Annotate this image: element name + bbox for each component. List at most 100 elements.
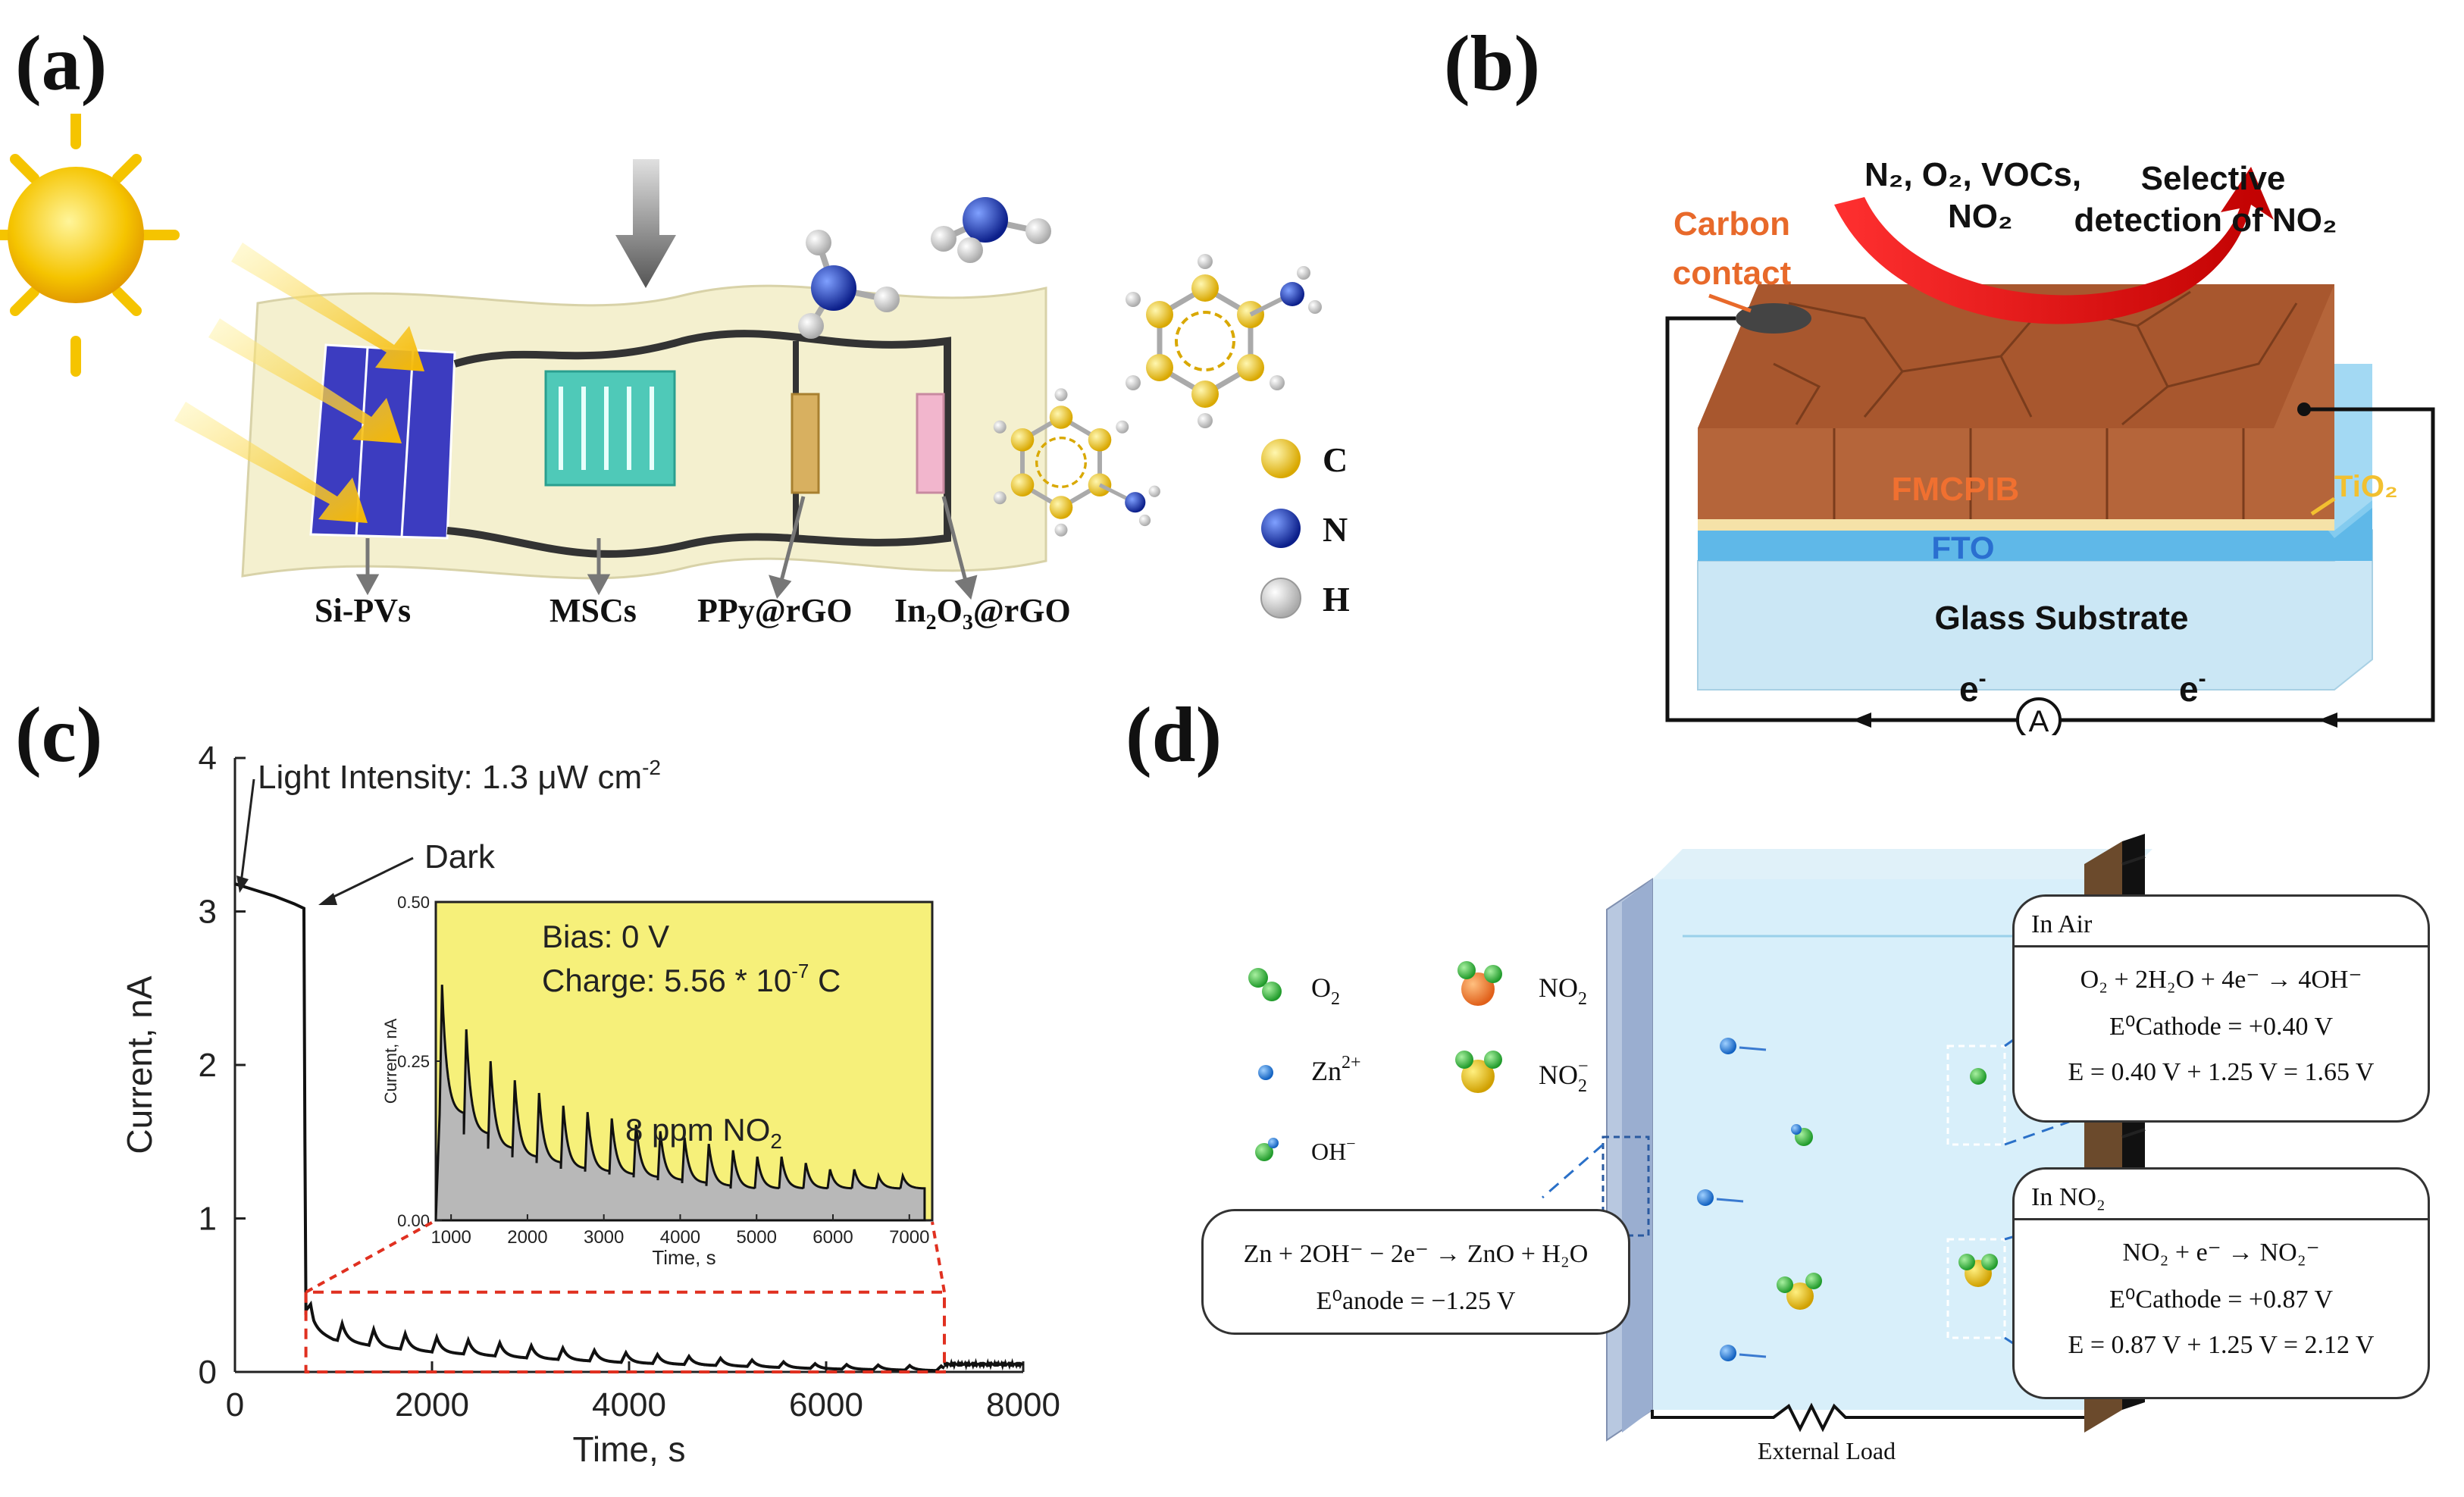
anode-potential: E⁰anode = −1.25 V bbox=[1316, 1287, 1516, 1315]
external-load-resistor bbox=[1651, 1402, 2084, 1433]
inset-x-tick-label: 7000 bbox=[889, 1227, 929, 1248]
nitrogen-atom-icon bbox=[1261, 509, 1301, 548]
x-tick-label: 8000 bbox=[986, 1386, 1060, 1423]
y-tick-label: 4 bbox=[199, 740, 217, 777]
zn-legend-label: Zn2+ bbox=[1311, 1053, 1361, 1086]
fto-label: FTO bbox=[1931, 530, 1994, 565]
detection-label: detection of NO₂ bbox=[2074, 202, 2337, 239]
inset-x-label: Time, s bbox=[652, 1246, 715, 1269]
inset-x-tick-label: 2000 bbox=[507, 1227, 547, 1248]
carbon-contact-label-1: Carbon bbox=[1673, 205, 1790, 243]
inset-y-label: Current, nA bbox=[381, 1018, 400, 1104]
ammeter-icon bbox=[2016, 697, 2062, 735]
no2-minus-legend-label: NO2− bbox=[1539, 1057, 1589, 1096]
inset-x-tick-label: 3000 bbox=[584, 1227, 624, 1248]
inset-y-tick-label: 0.00 bbox=[397, 1211, 430, 1230]
panel-label-c: (c) bbox=[15, 691, 103, 778]
oh-legend-icon bbox=[1255, 1138, 1279, 1161]
no2-cathode-icon bbox=[1958, 1254, 1998, 1287]
sun-icon bbox=[0, 114, 180, 377]
fmcpib-label: FMCPIB bbox=[1892, 471, 2020, 508]
zoom-region bbox=[304, 1290, 946, 1373]
oh-ion-icon bbox=[1791, 1124, 1813, 1146]
inset-x-tick-label: 1000 bbox=[430, 1227, 471, 1248]
inset-x-tick-label: 6000 bbox=[812, 1227, 853, 1248]
no2-legend-label: NO2 bbox=[1539, 972, 1587, 1009]
light-intensity-annotation: Light Intensity: 1.3 μW cm-2 bbox=[258, 756, 661, 796]
electron-right: e- bbox=[2179, 666, 2206, 709]
anode-reaction-box: Zn + 2OH⁻ − 2e⁻ → ZnO + H₂O E⁰anode = −1… bbox=[1201, 1209, 1630, 1335]
tio2-layer bbox=[1698, 519, 2334, 531]
y-tick-label: 2 bbox=[199, 1047, 217, 1084]
air-equation: O₂ + 2H₂O + 4e⁻ → 4OH⁻ bbox=[2080, 966, 2362, 994]
ammonia-molecule-icon bbox=[931, 197, 1051, 263]
x-tick-label: 2000 bbox=[395, 1386, 469, 1423]
carbon-contact-label-2: contact bbox=[1673, 255, 1792, 292]
zn-ion-icon bbox=[1720, 1038, 1736, 1054]
gases-label-2: NO₂ bbox=[1948, 198, 2013, 235]
x-tick-label: 0 bbox=[226, 1386, 244, 1423]
carbon-contact bbox=[1736, 303, 1811, 334]
y-tick-label: 0 bbox=[199, 1354, 217, 1391]
carbon-atom-icon bbox=[1261, 439, 1301, 478]
panel-a-diagram: C N H Si-PVs MSCs PPy@rGO In2O3@rGO bbox=[0, 114, 1350, 634]
dark-annotation: Dark bbox=[424, 838, 496, 875]
msc-device bbox=[544, 370, 676, 487]
selective-label: Selective bbox=[2141, 160, 2286, 197]
legend-c-label: C bbox=[1323, 440, 1348, 479]
inset-pulse-series bbox=[434, 985, 926, 1222]
in-air-box: In Air O₂ + 2H₂O + 4e⁻ → 4OH⁻ E⁰Cathode … bbox=[2012, 894, 2430, 1123]
no2-legend-icon bbox=[1457, 961, 1502, 1006]
ppy-rgo-sensor bbox=[791, 393, 820, 494]
panel-c-chart: 0 2000 4000 6000 8000 0 1 2 3 4 Time, s Current, … bbox=[120, 740, 1060, 1469]
y-axis-label: Current, nA bbox=[120, 976, 159, 1154]
y-tick-label: 3 bbox=[199, 894, 217, 931]
anode-equation: Zn + 2OH⁻ − 2e⁻ → ZnO + H₂O bbox=[1243, 1240, 1589, 1268]
x-tick-label: 6000 bbox=[789, 1386, 863, 1423]
hydrogen-atom-icon bbox=[1260, 578, 1301, 619]
y-tick-label: 1 bbox=[199, 1201, 217, 1238]
x-tick-label: 4000 bbox=[592, 1386, 666, 1423]
panel-label-a: (a) bbox=[15, 20, 108, 107]
in-air-header: In Air bbox=[2015, 897, 2428, 947]
zn-legend-icon bbox=[1258, 1065, 1273, 1080]
atom-legend: C N H bbox=[1260, 439, 1350, 619]
in-no2-box: In NO₂ NO₂ + e⁻ → NO₂⁻ E⁰Cathode = +0.87… bbox=[2012, 1167, 2430, 1399]
charge-annotation: Charge: 5.56 * 10-7 C bbox=[542, 960, 841, 998]
inset-y-tick-label: 0.50 bbox=[397, 893, 430, 912]
no2-minus-legend-icon bbox=[1455, 1051, 1502, 1093]
no2-cell-voltage: E = 0.87 V + 1.25 V = 2.12 V bbox=[2068, 1331, 2375, 1359]
si-pvs-label: Si-PVs bbox=[315, 592, 411, 629]
legend-h-label: H bbox=[1323, 580, 1350, 619]
inset-x-tick-label: 4000 bbox=[660, 1227, 700, 1248]
gas-flow-arrow-icon bbox=[1834, 167, 2274, 324]
inset-x-tick-label: 5000 bbox=[737, 1227, 777, 1248]
zn-ion-icon bbox=[1697, 1189, 1714, 1206]
fmcpib-top-surface bbox=[1698, 284, 2334, 428]
inset-y-tick-label: 0.25 bbox=[397, 1052, 430, 1071]
in-no2-header: In NO₂ bbox=[2015, 1170, 2428, 1220]
in2o3-rgo-label: In2O3@rGO bbox=[894, 592, 1071, 634]
panel-label-d: (d) bbox=[1126, 691, 1223, 778]
current-noise-line bbox=[943, 1358, 1025, 1371]
o2-legend-icon bbox=[1248, 968, 1282, 1001]
aniline-molecule-icon bbox=[993, 388, 1160, 537]
ammonia-molecule-icon bbox=[798, 230, 900, 339]
air-cell-voltage: E = 0.40 V + 1.25 V = 1.65 V bbox=[2068, 1058, 2375, 1086]
tio2-label: TiO₂ bbox=[2334, 470, 2398, 503]
panel-b-diagram: A e- e- Carbon contact N₂, O₂, VOCs, NO₂… bbox=[1665, 156, 2435, 735]
zoom-connector bbox=[305, 1219, 437, 1294]
in2o3-rgo-sensor bbox=[916, 393, 945, 494]
electrolyte bbox=[1652, 879, 2122, 1410]
circuit-wire bbox=[446, 330, 951, 558]
legend-n-label: N bbox=[1323, 510, 1348, 549]
oh-legend-label: OH− bbox=[1311, 1134, 1356, 1165]
no2-equation: NO₂ + e⁻ → NO₂⁻ bbox=[2122, 1239, 2320, 1267]
glass-substrate-label: Glass Substrate bbox=[1934, 600, 2188, 637]
o2-legend-label: O2 bbox=[1311, 972, 1340, 1009]
zn-ion-icon bbox=[1720, 1345, 1736, 1361]
inset-chart: 1000 2000 3000 4000 5000 6000 7000 0.00 0.25 0.50… bbox=[305, 893, 946, 1294]
air-potential: E⁰Cathode = +0.40 V bbox=[2109, 1013, 2333, 1041]
electron-left: e- bbox=[1959, 666, 1987, 709]
no2-ion-icon bbox=[1777, 1273, 1822, 1310]
